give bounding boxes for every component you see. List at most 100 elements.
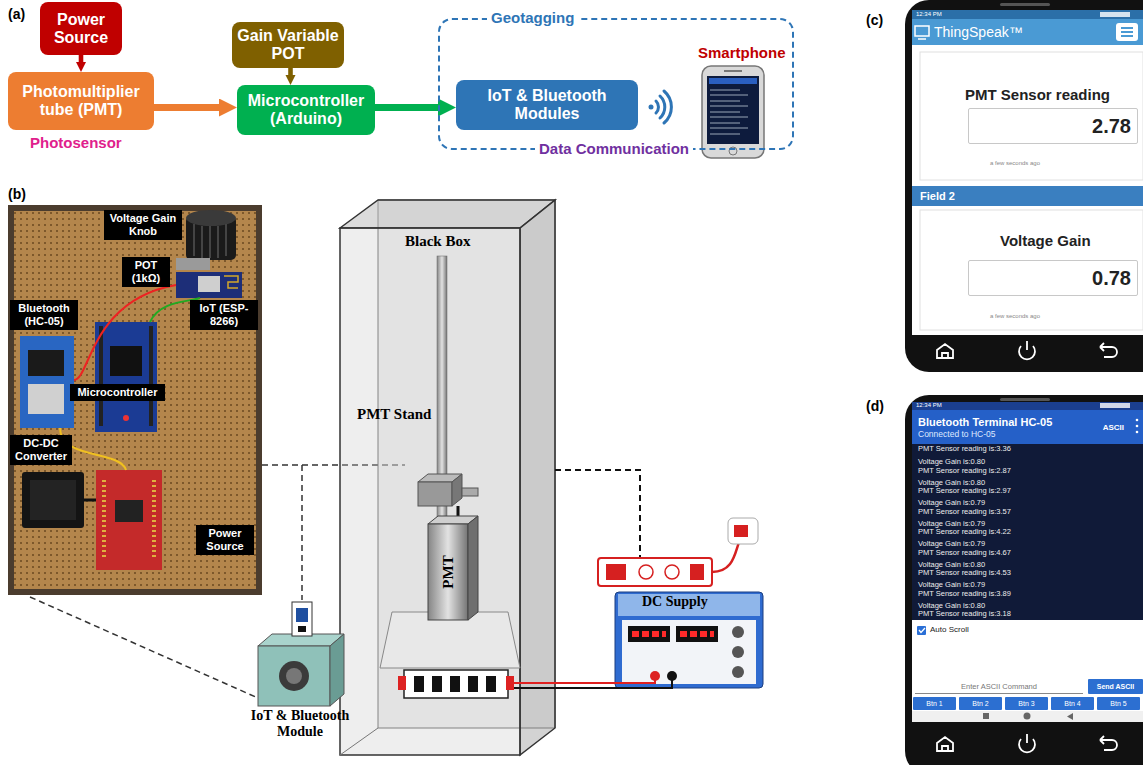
node-text: Btn 3 [1018,700,1034,707]
phone-body-part [1121,28,1133,36]
module-enclosure-part [286,668,302,684]
field-title: PMT Sensor reading [965,86,1110,104]
nav-icons-part [1019,341,1035,359]
part-name: PMT Stand [357,405,431,423]
circuit-photo-part [99,326,103,426]
circuit-photo-part [104,480,154,560]
power-strip-part [690,564,704,580]
black-box [340,200,555,755]
node-text: PMT Sensor reading is:4.22 [918,528,1137,536]
phone-body-part [1000,398,1050,401]
node-text: Bluetooth Terminal HC-05 [918,415,1052,429]
phone-body-part [1136,419,1139,422]
supply-wire-part [514,676,655,683]
circuit-photo-part [30,480,76,520]
panel-letter: (b) [8,186,26,203]
node-text: Voltage Gain Knob [107,212,179,237]
terminal-button: Btn 2 [959,697,1002,710]
sample-rack-part [506,676,514,690]
phone-body-part [920,210,1143,330]
terminal-button: Btn 5 [1097,697,1140,710]
dc-supply-part [622,620,756,684]
power-strip-part [606,564,626,580]
node-text: IoT (ESP-8266) [193,302,255,327]
timestamp: a few seconds ago [990,160,1040,167]
sample-rack-part [486,676,496,692]
phone-body-part [917,626,926,635]
sample-rack-part [404,670,508,698]
app-header: ThingSpeak™ [932,19,1110,45]
field-band: Field 2 [912,186,1143,206]
phone-body-part [912,19,1143,45]
pmt-body-part [428,524,468,620]
module-enclosure-part [296,608,308,622]
phone-body-part [1136,431,1139,434]
send-button: Send ASCII [1088,679,1143,694]
node-text: 2.78 [1092,115,1131,138]
circuit-photo-part [96,470,162,570]
phone-body-part [912,10,1143,19]
module-enclosure-part [279,661,309,691]
nav-icons-part [1100,736,1117,750]
node-text: Btn 2 [972,700,988,707]
circuit-photo-part [110,346,142,376]
node-text: Power Source [199,527,251,552]
nav-icons [937,341,1117,359]
circuit-photo-part [194,224,226,258]
power-strip-part [665,565,679,579]
sample-rack [398,670,514,698]
pmt-body [428,516,478,620]
zoom-leader-part [262,465,302,600]
phone-body-part [1130,410,1143,444]
node-text: Voltage Gain is:0.80 [918,458,1137,466]
supply-wire-part [514,676,672,688]
black-box-part [340,200,555,228]
power-strip [598,518,758,586]
callout-tag: DC-DC Converter [10,435,72,465]
callout-tag: Voltage Gain Knob [104,210,182,240]
checkbox-label: Auto Scroll [930,624,969,635]
power-strip-part [639,565,653,579]
phone-body-part [912,402,1143,722]
node-text: Send ASCII [1097,683,1134,690]
node-text: Voltage Gain is:0.80 [918,602,1137,610]
node-text: ThingSpeak™ [934,24,1023,40]
pmt-stand [380,256,520,668]
circuit-photo [8,205,262,595]
terminal-button: Btn 3 [1005,697,1048,710]
nav-icons-part [1019,734,1035,752]
node-text: IoT & Bluetooth Modules [461,87,633,122]
node-text: PMT Sensor reading is:3.57 [918,508,1137,516]
value-box: 0.78 [968,260,1138,296]
circuit-photo-part [176,272,242,298]
dc-supply [615,592,763,688]
module-enclosure [258,602,344,706]
phone-body-part [1100,403,1130,408]
node-text: PMT Sensor reading is:3.89 [918,590,1137,598]
status-time: 12:34 PM [916,401,942,410]
node-text: PMT Sensor reading is:2.97 [918,487,1137,495]
caption-label: Photosensor [30,134,122,152]
phone-body-part [912,402,1143,410]
node-text: Voltage Gain is:0.79 [918,581,1137,589]
node-text: PMT Sensor reading is:2.87 [918,467,1137,475]
wireless-symbol-part [664,91,671,123]
pmt-stand-part [418,482,452,506]
process-box: Microcontroller (Arduino) [237,85,375,135]
part-name: DC Supply [642,594,708,611]
supply-wire-part [650,671,660,681]
phone-body-part [1024,713,1031,720]
node-text: PMT Sensor reading is:3.18 [918,610,1137,618]
callout-tag: Bluetooth (HC-05) [10,300,78,330]
process-box: Power Source [40,2,122,55]
pmt-stand-part [457,506,460,516]
power-strip-part [728,518,758,544]
field-title: Voltage Gain [1000,232,1091,250]
phone-body-part [1116,23,1138,41]
smartphone-icon-part [707,76,759,144]
node-text: Voltage Gain is:0.79 [918,499,1137,507]
phone-body-part [983,713,989,719]
node-text: Field 2 [920,190,955,202]
circuit-photo-part [186,210,236,226]
